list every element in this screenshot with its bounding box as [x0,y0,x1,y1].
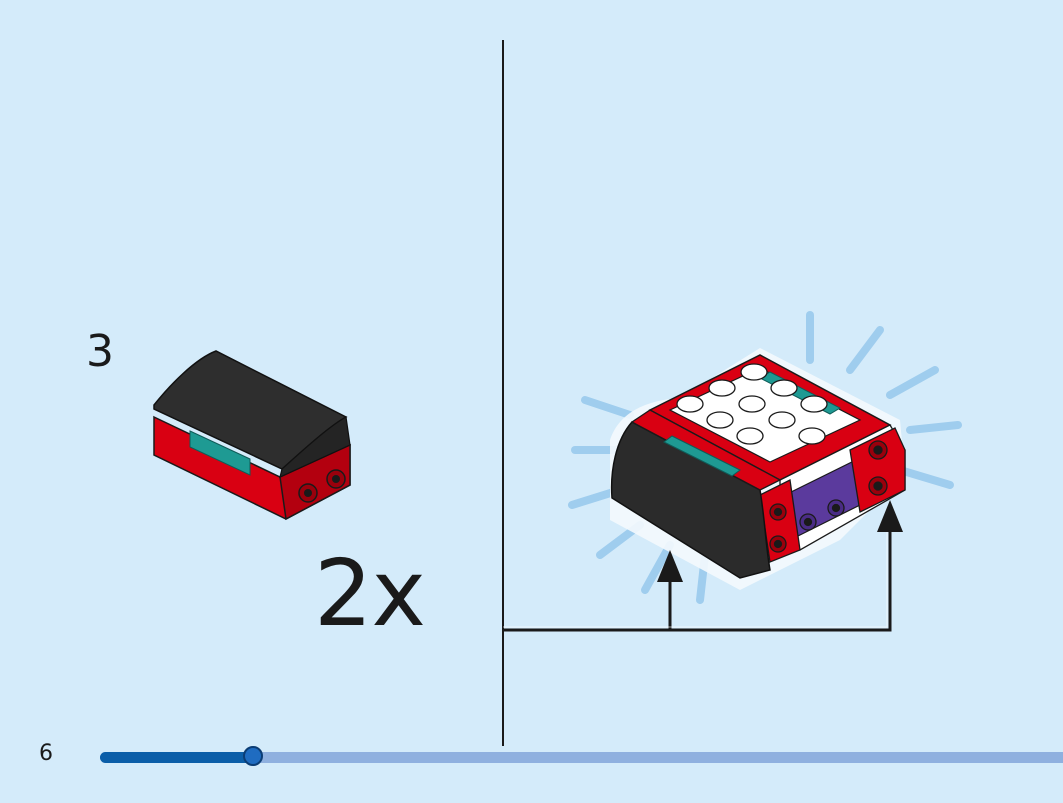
progress-fill [100,752,255,763]
up-arrow-icon [657,550,683,582]
curved-slope-brick-icon [153,350,351,521]
highlight-burst [568,311,962,604]
quantity-multiplier: 2x [314,540,426,647]
progress-knob[interactable] [243,746,264,766]
step-divider [502,40,504,746]
progress-track [100,752,1063,763]
up-arrow-icon [877,500,903,532]
bus-body-assembly-icon [568,311,962,604]
step-number: 3 [86,326,114,377]
page-number: 6 [39,741,53,766]
